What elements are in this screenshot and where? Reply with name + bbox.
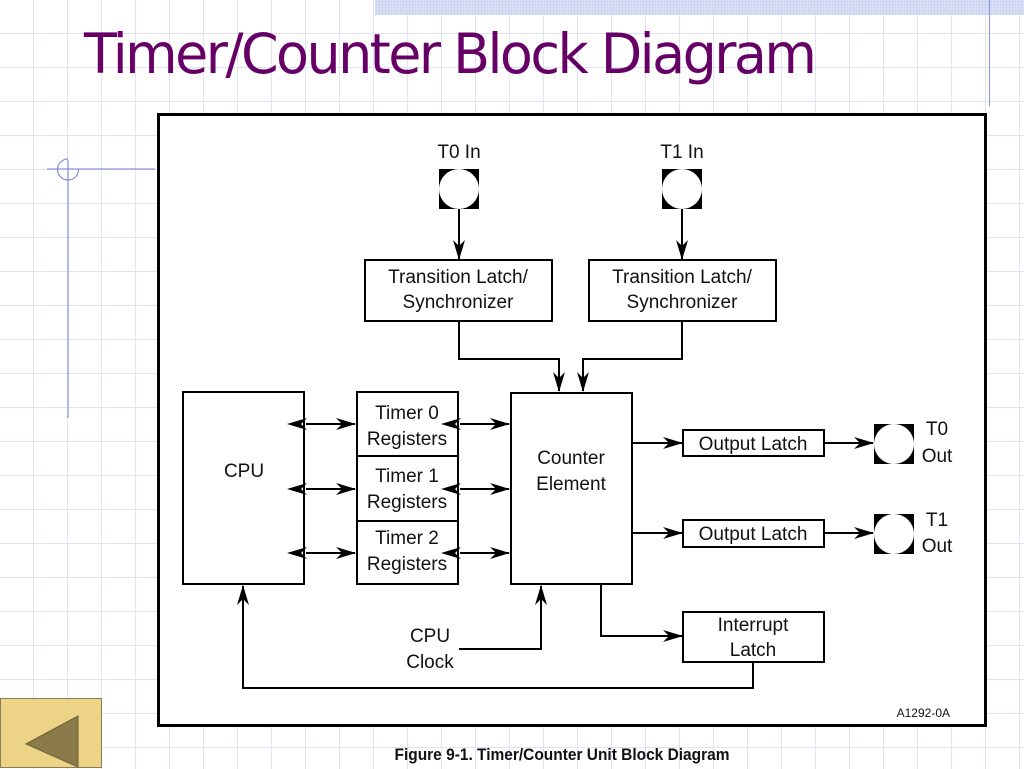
counter-line2: Element bbox=[536, 474, 606, 495]
t1-in-label: T1 In bbox=[660, 142, 703, 163]
cpu-label: CPU bbox=[224, 461, 264, 482]
transition-latch-0-block: Transition Latch/ Synchronizer bbox=[364, 259, 553, 322]
decorative-vertical-line bbox=[989, 0, 990, 106]
t1-out-label-line2: Out bbox=[922, 536, 953, 557]
transition-latch-1-line2: Synchronizer bbox=[627, 292, 739, 313]
t1-out-label-line1: T1 bbox=[926, 510, 948, 531]
timer0-line1: Timer 0 bbox=[375, 403, 439, 424]
counter-element-block: Counter Element bbox=[510, 392, 633, 585]
interrupt-latch-line2: Latch bbox=[730, 640, 776, 661]
crosshair-circle-icon bbox=[56, 158, 80, 181]
figure-id-label: A1292-0A bbox=[897, 706, 950, 720]
timer1-registers-block: Timer 1 Registers bbox=[356, 455, 459, 522]
t0-in-label: T0 In bbox=[437, 142, 480, 163]
previous-slide-button[interactable] bbox=[0, 698, 102, 768]
header-banner bbox=[375, 0, 1024, 15]
transition-latch-1-line1: Transition Latch/ bbox=[612, 267, 752, 288]
latch1-to-counter-arrow bbox=[577, 321, 683, 392]
timer0-line2: Registers bbox=[367, 429, 447, 450]
t1-out-pin-icon bbox=[874, 514, 914, 554]
output-latch-0-block: Output Latch bbox=[682, 429, 825, 457]
block-diagram: T0 In T1 In Transition Latch/ Synchroniz… bbox=[182, 142, 953, 720]
output-latch-1-block: Output Latch bbox=[682, 519, 825, 548]
cpu-clock-label-line1: CPU bbox=[410, 626, 450, 647]
block-diagram-figure: T0 In T1 In Transition Latch/ Synchroniz… bbox=[157, 113, 987, 727]
t0-out-label-line2: Out bbox=[922, 446, 953, 467]
output-latch-1-label: Output Latch bbox=[699, 524, 808, 545]
cpu-clock-to-counter-arrow bbox=[459, 585, 547, 650]
counter-line1: Counter bbox=[537, 448, 605, 469]
timer2-line1: Timer 2 bbox=[375, 528, 439, 549]
t0-out-pin-icon bbox=[874, 424, 914, 464]
t0-out-label-line1: T0 bbox=[926, 419, 948, 440]
left-triangle-icon bbox=[24, 715, 79, 768]
timer1-line1: Timer 1 bbox=[375, 466, 439, 487]
slide-title: Timer/Counter Block Diagram bbox=[84, 22, 817, 86]
cpu-clock-label-line2: Clock bbox=[406, 652, 454, 673]
figure-caption: Figure 9-1. Timer/Counter Unit Block Dia… bbox=[51, 745, 1024, 765]
timer2-line2: Registers bbox=[367, 554, 447, 575]
transition-latch-1-block: Transition Latch/ Synchronizer bbox=[588, 259, 777, 322]
cpu-block: CPU bbox=[182, 391, 305, 585]
transition-latch-0-line1: Transition Latch/ bbox=[388, 267, 528, 288]
transition-latch-0-line2: Synchronizer bbox=[403, 292, 515, 313]
timer1-line2: Registers bbox=[367, 492, 447, 513]
interrupt-to-cpu-arrow bbox=[237, 585, 754, 689]
t1-in-pin-icon bbox=[662, 169, 702, 209]
timer2-registers-block: Timer 2 Registers bbox=[356, 520, 459, 585]
output-latch-0-label: Output Latch bbox=[699, 434, 808, 455]
t0-in-pin-icon bbox=[439, 169, 479, 209]
decorative-crosshair bbox=[47, 158, 155, 418]
figure-caption-text: Figure 9-1. Timer/Counter Unit Block Dia… bbox=[394, 745, 730, 764]
latch0-to-counter-arrow bbox=[458, 321, 565, 392]
timer0-registers-block: Timer 0 Registers bbox=[356, 391, 459, 457]
interrupt-latch-line1: Interrupt bbox=[718, 615, 789, 636]
interrupt-latch-block: Interrupt Latch bbox=[682, 611, 825, 663]
counter-to-interrupt-latch-arrow bbox=[600, 584, 683, 642]
